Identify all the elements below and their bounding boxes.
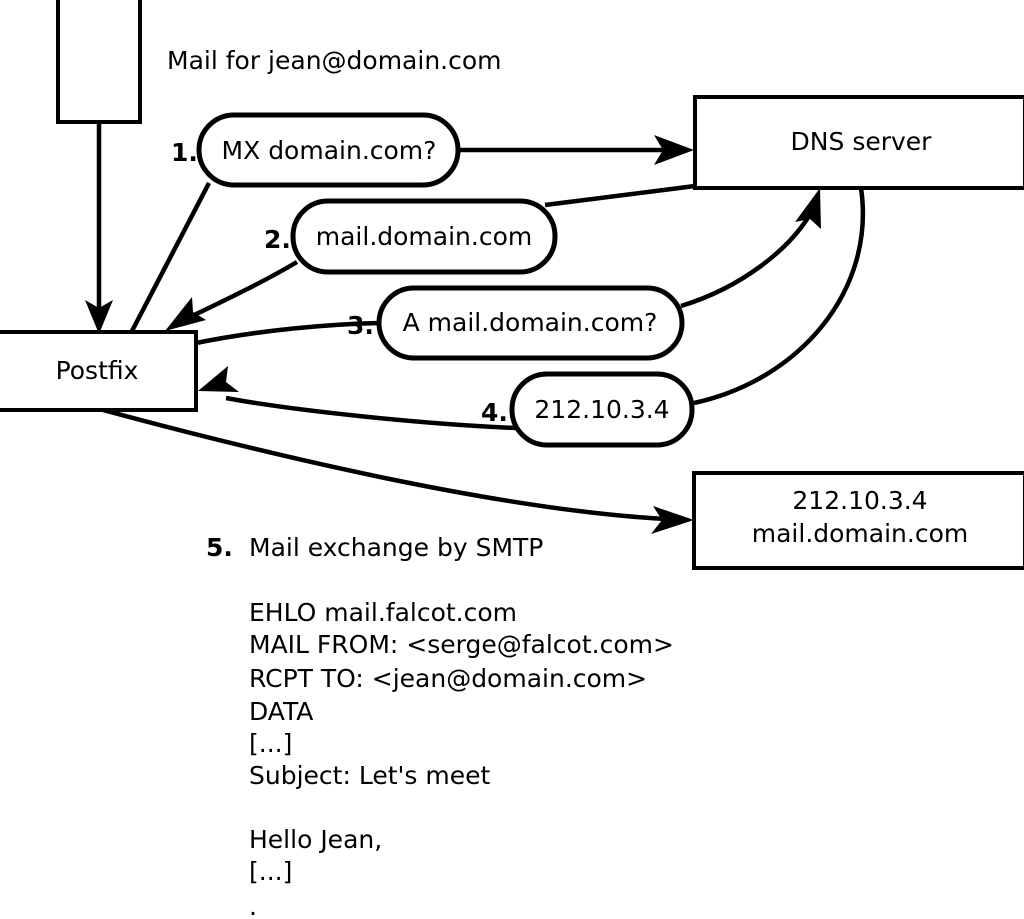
node-dns-server-label: DNS server (791, 127, 933, 156)
arrowhead-left-postfix (198, 366, 239, 392)
step-5-caption: Mail exchange by SMTP (249, 533, 543, 562)
edge-step2-to-postfix (165, 260, 299, 331)
edge-dns-to-step4 (693, 187, 866, 406)
step-2-text: mail.domain.com (316, 222, 532, 251)
step-3-text: A mail.domain.com? (403, 308, 658, 337)
transcript-line: EHLO mail.falcot.com (249, 598, 517, 627)
transcript-line: MAIL FROM: <serge@falcot.com> (249, 630, 674, 659)
step-1-text: MX domain.com? (222, 136, 437, 165)
arrowhead-down-postfix (85, 300, 113, 334)
node-remote-mx: 212.10.3.4 mail.domain.com (692, 471, 1024, 570)
step-4-number: 4. (481, 398, 508, 427)
transcript-line: Hello Jean, (249, 825, 382, 854)
step-3-number: 3. (347, 311, 374, 340)
step-bubble-1: MX domain.com? (196, 112, 461, 188)
step-5-number: 5. (206, 533, 233, 562)
step-bubble-2: mail.domain.com (290, 198, 558, 275)
edge-postfix-to-remote-mx (102, 407, 694, 534)
node-postfix: Postfix (0, 330, 198, 412)
step-bubble-3: A mail.domain.com? (376, 285, 685, 361)
step-4-text: 212.10.3.4 (534, 395, 669, 424)
node-remote-mx-ip: 212.10.3.4 (792, 486, 927, 515)
transcript-line: [...] (249, 729, 292, 758)
edge-step4-to-postfix (198, 366, 517, 431)
step-2-number: 2. (264, 225, 291, 254)
edge-dns-to-step2 (544, 183, 696, 208)
arrowhead-right-remote-mx (651, 506, 694, 534)
node-dns-server: DNS server (693, 95, 1024, 190)
edge-postfix-to-step1 (130, 181, 211, 333)
transcript-line: [...] (249, 857, 292, 886)
arrowhead-right-dns (654, 135, 694, 165)
transcript-line: RCPT TO: <jean@domain.com> (249, 664, 647, 693)
transcript-line: DATA (249, 697, 313, 726)
transcript-line: Subject: Let's meet (249, 761, 490, 790)
step-bubble-4: 212.10.3.4 (509, 371, 695, 448)
edge-postfix-to-step3 (195, 320, 381, 346)
node-client (56, 0, 142, 124)
arrowhead-downleft-postfix (165, 297, 206, 331)
smtp-transcript: EHLO mail.falcot.com MAIL FROM: <serge@f… (249, 598, 674, 919)
mail-for-label: Mail for jean@domain.com (167, 46, 502, 75)
edge-client-to-postfix (85, 122, 113, 334)
transcript-line: . (249, 892, 257, 919)
step-1-number: 1. (171, 138, 198, 167)
edge-step1-to-dns (458, 135, 694, 165)
node-remote-mx-hostname: mail.domain.com (752, 519, 968, 548)
edge-step3-to-dns (680, 188, 821, 309)
arrowhead-upright-dns (795, 188, 821, 229)
node-postfix-label: Postfix (56, 356, 139, 385)
